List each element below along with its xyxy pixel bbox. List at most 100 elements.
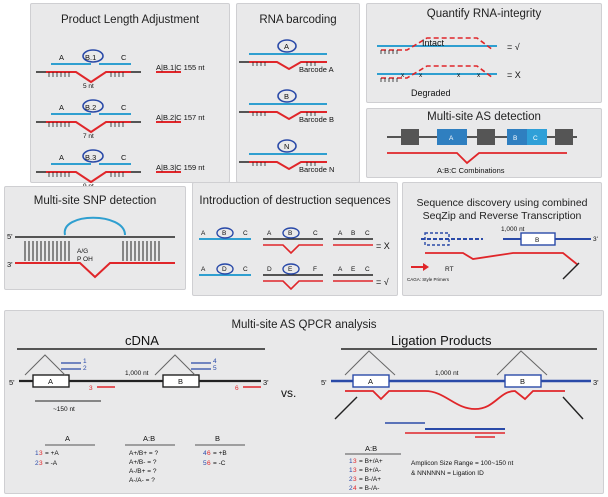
panel-rna-barcoding: RNA barcoding: [236, 3, 360, 183]
distance-label: 1,000 nt: [125, 370, 149, 377]
svg-text:A-/B+ = ?: A-/B+ = ?: [129, 468, 157, 475]
seq-label: B: [288, 230, 292, 237]
exon-b-label: B.1: [85, 53, 96, 62]
five-prime-label: 5': [321, 378, 327, 387]
barcode-label: Barcode A: [299, 65, 334, 74]
seq-label: B: [222, 230, 226, 237]
primer-label: 3: [89, 385, 93, 392]
exon-b-label: B: [520, 377, 525, 386]
row-1: [36, 49, 181, 84]
destruction-bottom: [199, 263, 373, 291]
seq-label: F: [313, 266, 317, 273]
svg-text:2: 2: [349, 485, 353, 492]
three-prime-label: 3': [593, 378, 599, 387]
panel-title: Quantify RNA-integrity: [426, 8, 542, 20]
barcode-letter: N: [284, 142, 289, 151]
five-prime-label: 5': [7, 232, 13, 241]
svg-text:A-/A- = ?: A-/A- = ?: [129, 477, 155, 484]
size-label: ~150 nt: [53, 406, 75, 413]
exon-b-label: B: [513, 135, 517, 142]
svg-text:x: x: [419, 72, 423, 79]
seq-label: A: [338, 266, 343, 273]
destruction-diagram: A B C A B C A B C = X A D C D E F A E C …: [199, 227, 390, 291]
panel-title: Multi-site AS detection: [427, 111, 541, 123]
exon-c-label: C: [121, 103, 127, 112]
exon-c-label: C: [121, 153, 127, 162]
svg-text:3: 3: [39, 460, 43, 467]
intact-label: Intact: [422, 38, 445, 48]
distance-label: 1,000 nt: [501, 226, 525, 233]
intact-strand: [377, 37, 497, 54]
product-length-diagram: A B.1 C 5 nt A|B.1|C 155 nt A B.2 C 7 nt…: [36, 49, 205, 190]
svg-text:A+/B+ = ?: A+/B+ = ?: [129, 450, 158, 457]
svg-text:x: x: [477, 72, 481, 79]
barcode-label: Barcode B: [299, 115, 334, 124]
svg-text:= B-/A+: = B-/A+: [359, 476, 381, 483]
three-prime-label: 3': [593, 236, 598, 243]
exon-label: B: [535, 237, 539, 244]
combo-label: A|B.3|C 159 nt: [156, 163, 205, 172]
snp-diagram: 5' 3' A/G P OH: [7, 216, 175, 279]
svg-text:A+/B- = ?: A+/B- = ?: [129, 459, 157, 466]
exon-a-label: A: [59, 103, 64, 112]
svg-text:1: 1: [35, 450, 39, 457]
cdna-heading: cDNA: [125, 333, 159, 348]
seq-label: C: [365, 230, 370, 237]
svg-text:6: 6: [207, 450, 211, 457]
svg-text:2: 2: [35, 460, 39, 467]
three-prime-label: 3': [263, 378, 269, 387]
degraded-label: Degraded: [411, 88, 451, 98]
barcoding-diagram: A Barcode A B Barcode B N Barcode N: [239, 39, 334, 174]
col-header: A: [65, 434, 70, 443]
svg-text:2: 2: [349, 476, 353, 483]
svg-text:x: x: [457, 72, 461, 79]
svg-text:= B-/A-: = B-/A-: [359, 485, 379, 492]
exon-a-label: A: [59, 53, 64, 62]
caption: A:B:C Combinations: [437, 166, 505, 175]
svg-text:= -A: = -A: [45, 460, 58, 467]
svg-text:3: 3: [353, 467, 357, 474]
panel-destruction: Introduction of destruction sequences: [192, 182, 398, 296]
panel-multisite-as: Multi-site AS detection A B C A:B:C Comb…: [366, 108, 602, 178]
seq-label: C: [313, 230, 318, 237]
combo-label: A|B.1|C 155 nt: [156, 63, 205, 72]
note-label: & NNNNNN = Ligation ID: [411, 470, 484, 477]
svg-text:6: 6: [207, 460, 211, 467]
exon-b-label: B.2: [85, 103, 96, 112]
svg-text:= B+/A+: = B+/A+: [359, 458, 383, 465]
exon-a-label: A: [59, 153, 64, 162]
col-header: A:B: [143, 434, 155, 443]
gap-label: 5 nt: [83, 83, 94, 90]
exon-c-label: C: [533, 135, 538, 142]
exon-b-label: B.3: [85, 153, 96, 162]
barcode-letter: A: [284, 42, 289, 51]
primer-label: CAGA: Style Primers: [407, 277, 450, 282]
row-3: [36, 149, 181, 184]
intact-result: = √: [507, 42, 520, 52]
snp-label: P OH: [77, 256, 93, 263]
three-prime-label: 3': [7, 260, 13, 269]
qpcr-diagram: cDNA 5' 3' A B 1,000 nt 1 2 3 4 5 6 ~: [9, 333, 599, 492]
panel-seq-discovery: Sequence discovery using combined SeqZip…: [402, 182, 602, 296]
panel-title: Sequence discovery using combined: [416, 197, 588, 209]
result-label: = √: [376, 277, 389, 287]
panel-title: RNA barcoding: [259, 14, 337, 26]
gap-label: 7 nt: [83, 133, 94, 140]
seq-label: D: [267, 266, 272, 273]
primer-label: 5: [213, 365, 217, 372]
svg-text:5: 5: [203, 460, 207, 467]
note-label: Amplicon Size Range = 100~150 nt: [411, 460, 513, 467]
panel-title: Introduction of destruction sequences: [199, 195, 391, 207]
col-header: A:B: [365, 444, 377, 453]
seq-label: E: [288, 266, 293, 273]
exon-c-label: C: [121, 53, 127, 62]
snp-label: A/G: [77, 248, 88, 255]
svg-text:= +A: = +A: [45, 450, 59, 457]
combo-label: A|B.2|C 157 nt: [156, 113, 205, 122]
seq-label: B: [351, 230, 355, 237]
primer-label: 6: [235, 385, 239, 392]
destruction-top: [199, 227, 373, 255]
panel-product-length: Product Length Adjustment: [30, 3, 230, 190]
